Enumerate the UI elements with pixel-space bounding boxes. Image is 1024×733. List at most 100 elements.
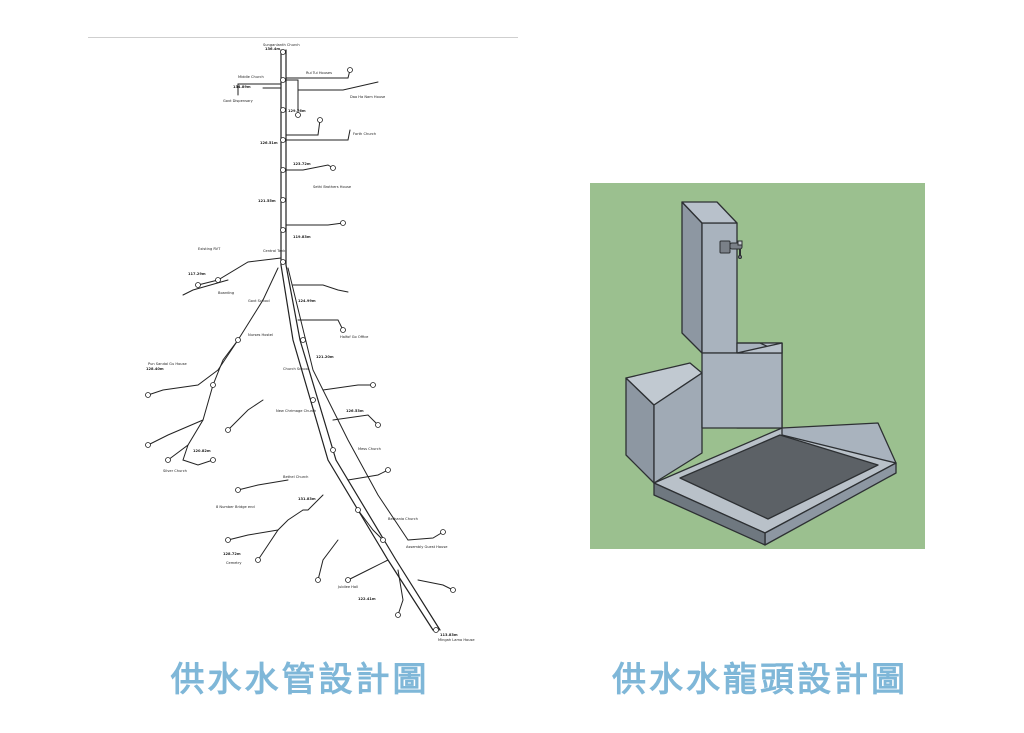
diagram-label: Boarding (218, 291, 234, 295)
diagram-label: 119.83m (293, 235, 311, 239)
upper-shelf (736, 342, 783, 354)
node (210, 382, 216, 388)
node (235, 337, 241, 343)
diagram-label: Govt School (248, 299, 270, 303)
diagram-label: 121.20m (316, 355, 334, 359)
diagram-label: Forth Church (353, 132, 376, 136)
node (315, 577, 321, 583)
diagram-label: Central Tank (263, 249, 286, 253)
diagram-label: Govt Dispensary (223, 99, 254, 103)
diagram-label: 129.76m (288, 109, 306, 113)
node (375, 422, 381, 428)
diagram-label: Silver Church (163, 469, 187, 473)
node (395, 612, 401, 618)
left-block-side (653, 372, 703, 484)
node (280, 167, 286, 173)
node (385, 467, 391, 473)
node (280, 227, 286, 233)
pipe-network (147, 49, 454, 631)
faucet-stand-model (625, 201, 897, 546)
node (280, 49, 286, 55)
node (433, 627, 439, 633)
node (440, 529, 446, 535)
main-pipe-lower-b (285, 264, 441, 631)
faucet-caption: 供水水龍頭設計圖 (612, 660, 908, 700)
node (340, 220, 346, 226)
back-wall-face (701, 352, 783, 429)
diagram-label: 120.82m (193, 449, 211, 453)
node (145, 392, 151, 398)
diagram-label: Church School (283, 367, 309, 371)
node (355, 507, 361, 513)
diagram-label: 117.29m (188, 272, 206, 276)
pillar-top (681, 201, 738, 224)
main-pipe-lower-a (280, 264, 434, 631)
node (280, 259, 286, 265)
main-pipe-lower-c (217, 267, 279, 371)
node (370, 382, 376, 388)
node (255, 557, 261, 563)
diagram-label: 113.83m (440, 633, 458, 637)
node (145, 442, 151, 448)
node (340, 327, 346, 333)
node (310, 397, 316, 403)
node (280, 107, 286, 113)
right-ledge (781, 422, 897, 464)
diagram-label: Sunganlanth Church (263, 43, 300, 47)
pipe-nodes (145, 49, 456, 633)
node (317, 117, 323, 123)
node (345, 577, 351, 583)
node (330, 447, 336, 453)
node (295, 112, 301, 118)
diagram-label: Mess Church (358, 447, 381, 451)
node (280, 137, 286, 143)
diagram-label: Assembly Guest House (406, 545, 448, 549)
diagram-label: 122.41m (358, 597, 376, 601)
node (280, 77, 286, 83)
water-pipe-diagram: Sunganlanth Church 136.4m Middle Church … (145, 43, 475, 642)
diagram-label: 134.89m (233, 85, 251, 89)
node (380, 537, 386, 543)
diagram-label: Mingah Lamo House (438, 638, 475, 642)
node (280, 197, 286, 203)
node (450, 587, 456, 593)
diagram-label: Bethania Church (388, 517, 418, 521)
diagram-label: Halfof Go Office (340, 335, 369, 339)
diagram-label: 126.51m (260, 141, 278, 145)
basin-rim-left (653, 482, 766, 546)
diagram-label: 131.83m (298, 497, 316, 501)
node (195, 282, 201, 288)
diagram-label: 124.99m (298, 299, 316, 303)
diagram-label: Nurses Hostel (248, 333, 273, 337)
diagram-label: New Chrimage Church (276, 409, 316, 413)
diagram-label: Pun Sandal Gu House (148, 362, 187, 366)
diagram-label: Existing RVT (198, 247, 221, 251)
diagram-label: 136.4m (265, 47, 280, 51)
diagram-label: 128.72m (223, 552, 241, 556)
diagram-label: Middle Church (238, 75, 264, 79)
diagram-label: 123.72m (293, 162, 311, 166)
node (225, 537, 231, 543)
node (300, 337, 306, 343)
diagram-label: 128.40m (146, 367, 164, 371)
node (165, 457, 171, 463)
faucet-model-render (590, 183, 925, 549)
diagram-label: Rui Tui Houses (306, 71, 332, 75)
node (330, 165, 336, 171)
diagram-label: 8 Number Bridge end (216, 505, 255, 509)
faucet-icon (719, 240, 743, 259)
main-pipe-lower-d (287, 267, 409, 541)
diagram-label: Sethi Brothers House (313, 185, 352, 189)
basin-floor (679, 434, 879, 520)
node (235, 487, 241, 493)
diagram-label: Bethel Church (283, 475, 308, 479)
water-pipe-caption: 供水水管設計圖 (170, 660, 430, 700)
top-divider (88, 37, 518, 38)
diagram-label: 126.53m (346, 409, 364, 413)
node (347, 67, 353, 73)
diagram-label: Jubilee Hall (337, 585, 358, 589)
diagram-label: Cemetry (226, 561, 242, 565)
node (210, 457, 216, 463)
diagram-label: 121.55m (258, 199, 276, 203)
